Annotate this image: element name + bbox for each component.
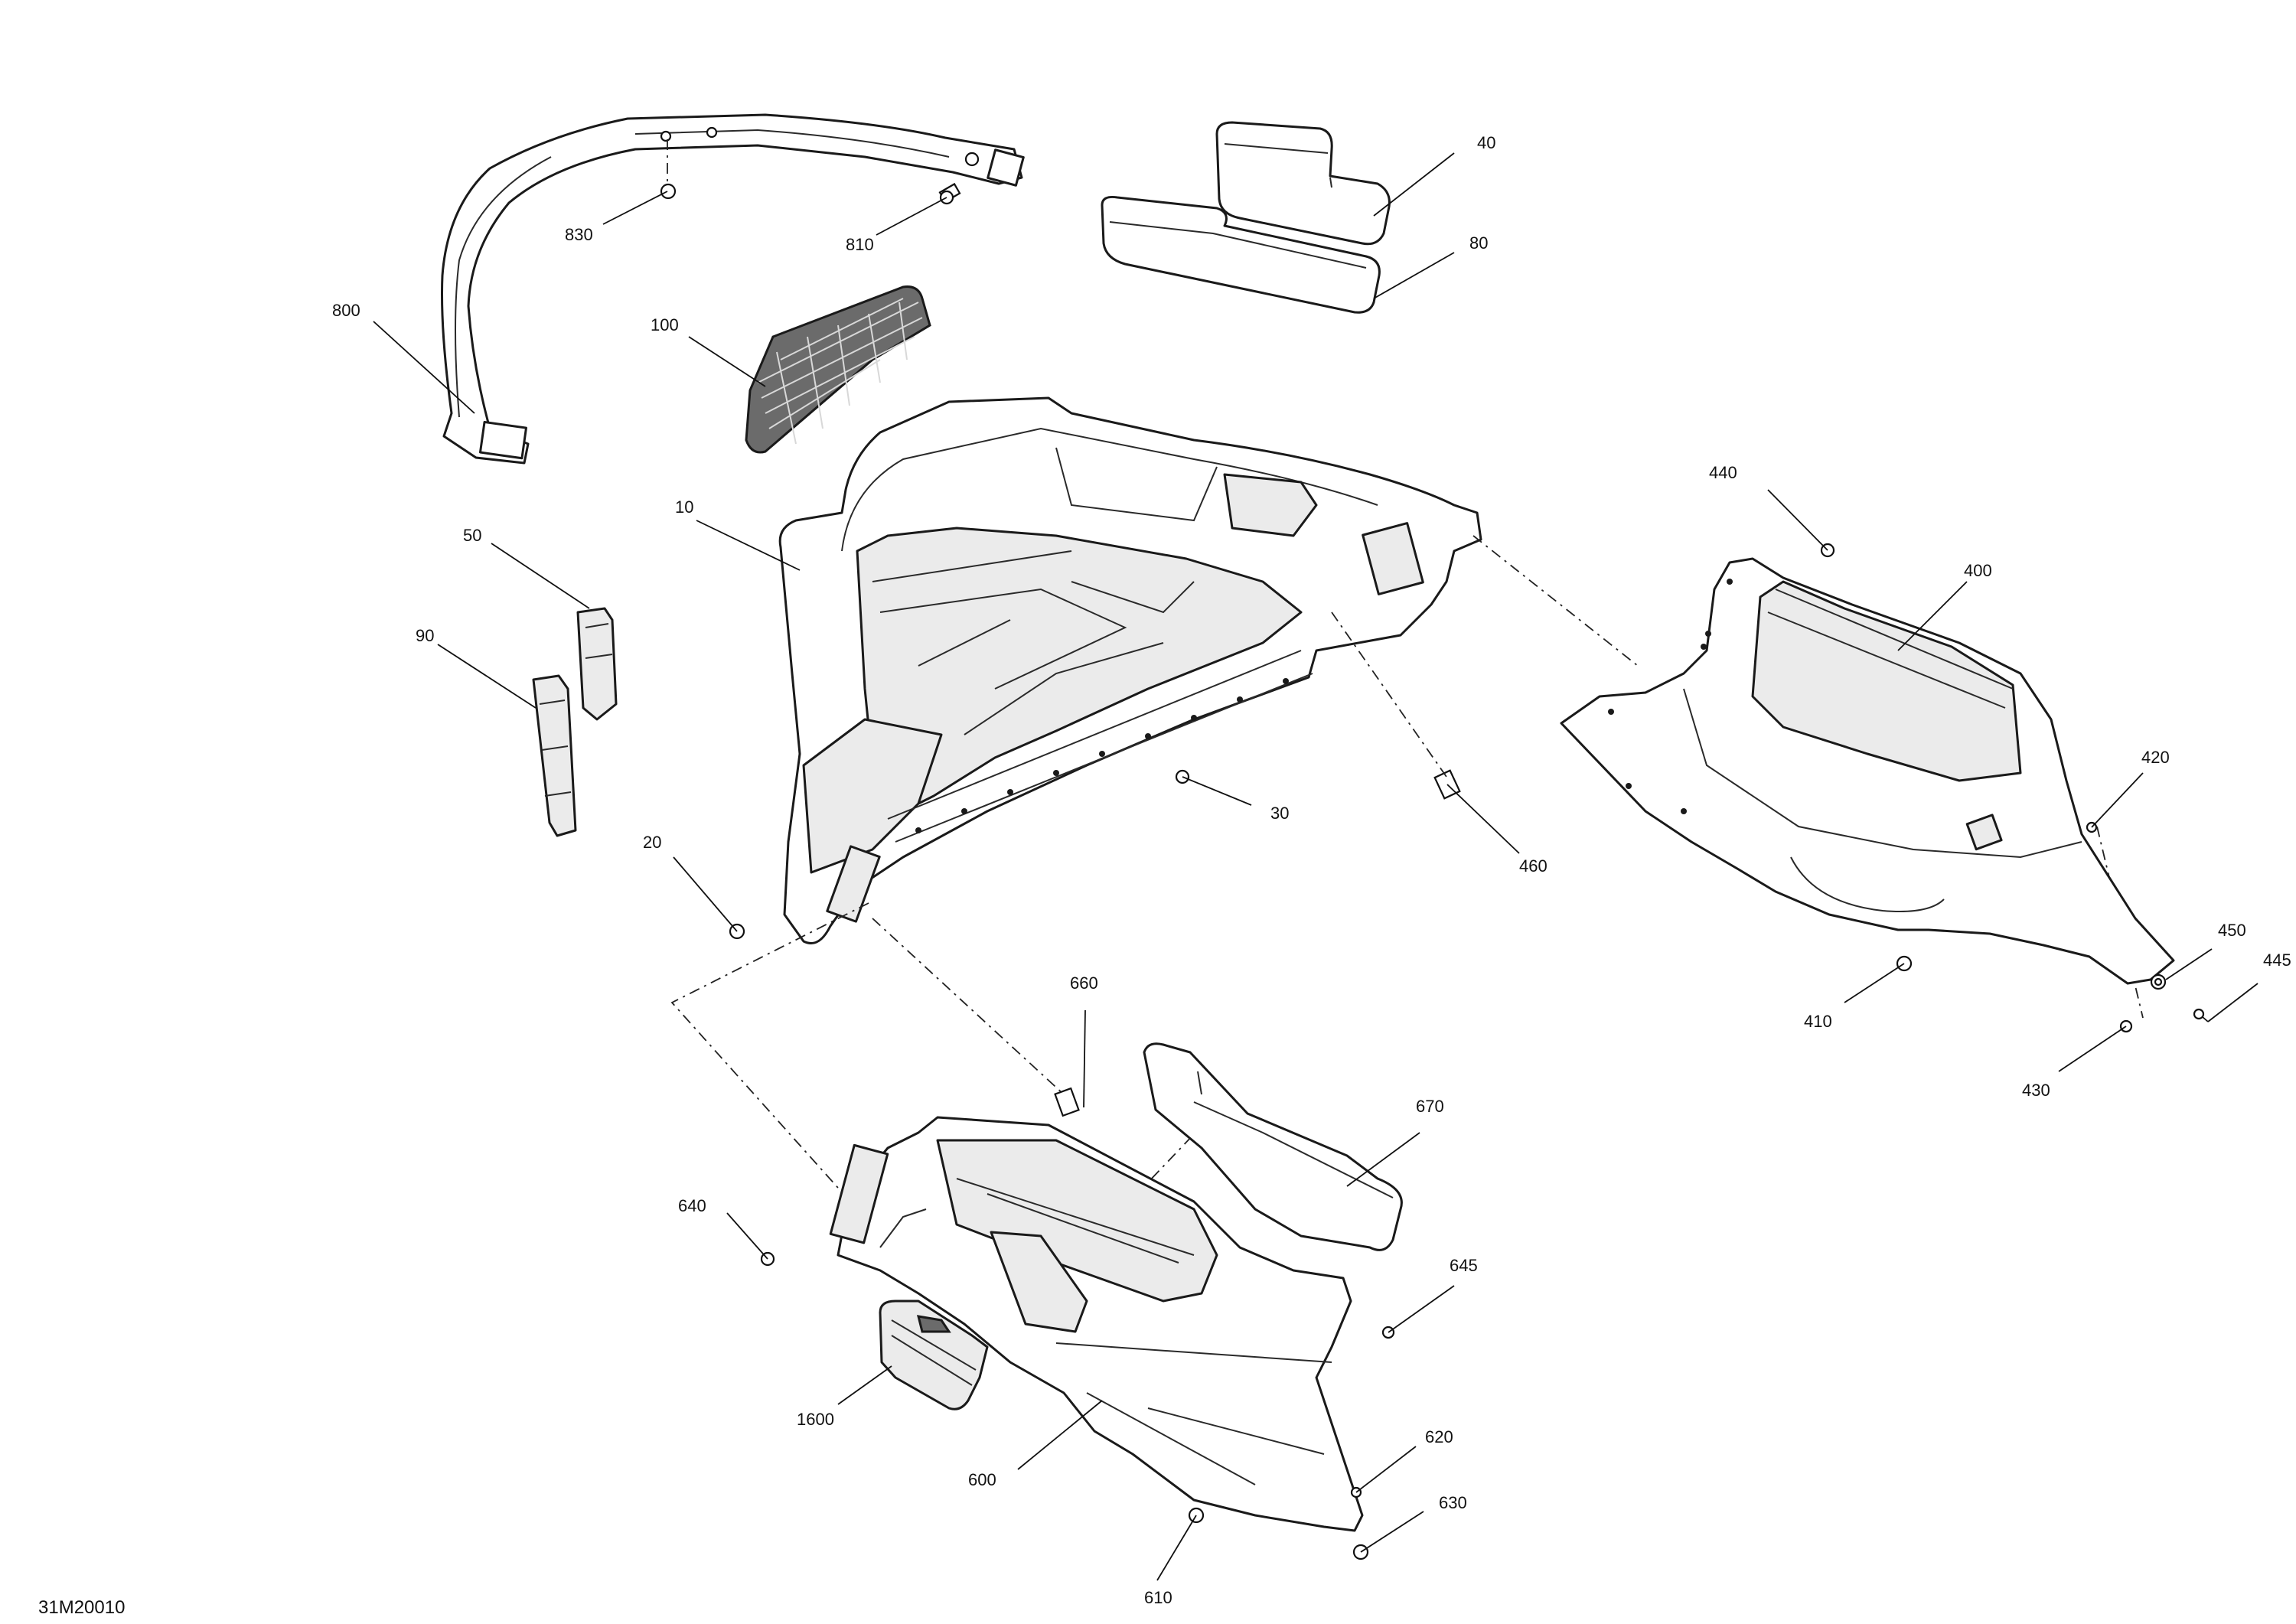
part-100-grille xyxy=(745,285,931,454)
callout-830: 830 xyxy=(565,225,593,244)
callout-440: 440 xyxy=(1709,463,1737,482)
callout-670: 670 xyxy=(1416,1097,1444,1116)
part-90-block xyxy=(532,674,577,837)
part-10-front-tub xyxy=(778,396,1482,944)
callout-450: 450 xyxy=(2218,921,2246,940)
part-50-block xyxy=(576,607,618,721)
callout-660: 660 xyxy=(1070,973,1098,993)
part-660-clip xyxy=(1054,1087,1080,1117)
part-40-pad xyxy=(1215,121,1391,246)
callout-100: 100 xyxy=(651,315,679,334)
callout-430: 430 xyxy=(2022,1081,2050,1100)
callout-50: 50 xyxy=(463,526,481,545)
part-1600-light xyxy=(879,1300,989,1410)
part-80-pad xyxy=(1101,196,1381,314)
callout-leaders xyxy=(373,152,2258,1581)
callout-630: 630 xyxy=(1439,1493,1467,1512)
callout-420: 420 xyxy=(2141,748,2170,767)
callout-labels: 10 20 30 40 50 80 90 100 400 410 420 430… xyxy=(332,133,2291,1607)
part-445-pin xyxy=(2193,1008,2209,1022)
callout-810: 810 xyxy=(846,235,874,254)
callout-410: 410 xyxy=(1804,1012,1832,1031)
callout-460: 460 xyxy=(1519,856,1548,876)
callout-800: 800 xyxy=(332,301,360,320)
part-450-nut xyxy=(2150,973,2167,990)
part-830-fastener xyxy=(660,139,677,200)
callout-40: 40 xyxy=(1477,133,1495,152)
callout-10: 10 xyxy=(675,497,693,517)
part-670-pad xyxy=(1143,1042,1403,1251)
part-600-lower-fascia xyxy=(829,1116,1364,1532)
callout-30: 30 xyxy=(1270,804,1289,823)
part-800-bumper-bar xyxy=(441,113,1025,465)
part-400-side-panel xyxy=(1560,557,2175,985)
callout-640: 640 xyxy=(678,1196,706,1215)
callout-1600: 1600 xyxy=(797,1410,834,1429)
tub-edge-holes xyxy=(915,678,1289,833)
callout-90: 90 xyxy=(416,626,434,645)
callout-620: 620 xyxy=(1425,1427,1453,1446)
callout-600: 600 xyxy=(968,1470,996,1489)
callout-80: 80 xyxy=(1469,233,1488,253)
callout-20: 20 xyxy=(643,833,661,852)
callout-610: 610 xyxy=(1144,1588,1172,1607)
callout-445: 445 xyxy=(2263,951,2291,970)
drawing-reference: 31M20010 xyxy=(38,1597,125,1618)
callout-400: 400 xyxy=(1964,561,1992,580)
part-810-bolt xyxy=(938,182,961,205)
callout-645: 645 xyxy=(1450,1256,1478,1275)
